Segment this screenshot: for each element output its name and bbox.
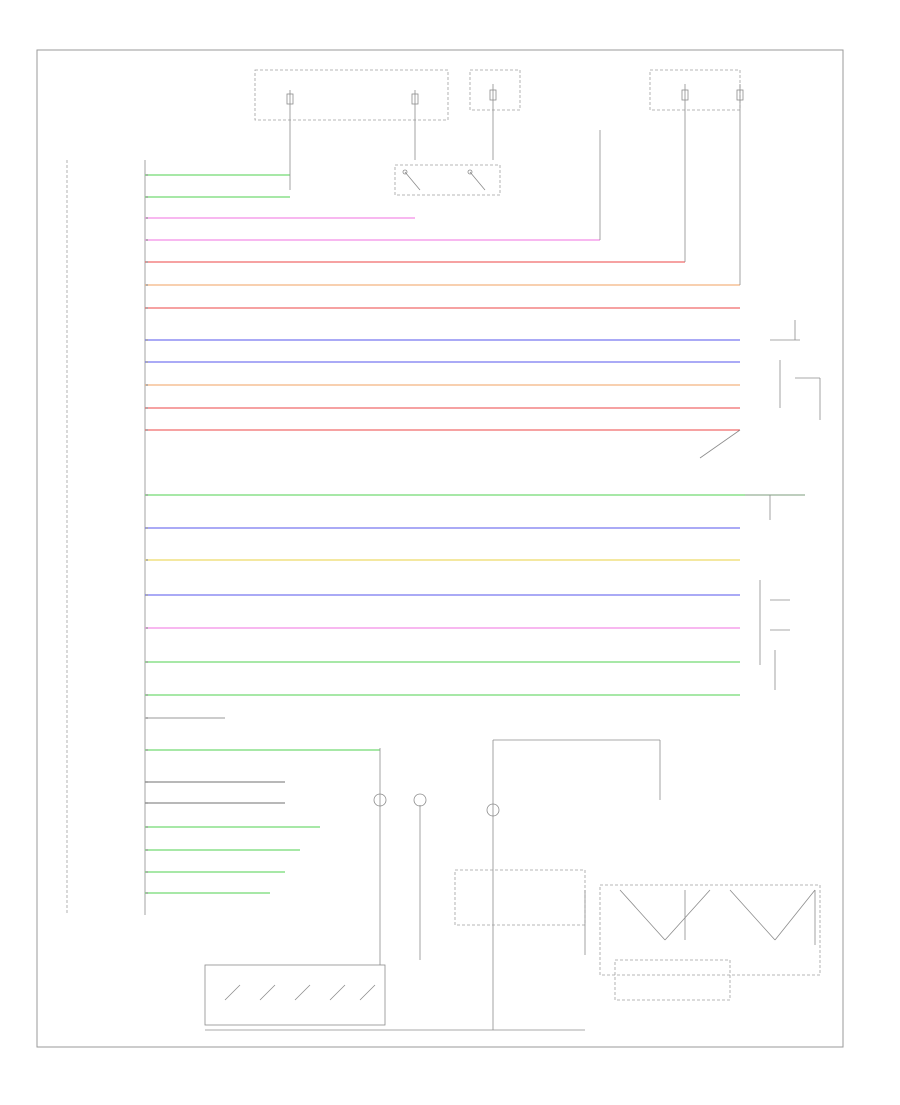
harness-pin-14 bbox=[146, 527, 148, 529]
harness-pin-2 bbox=[146, 196, 148, 198]
harness-pin-3 bbox=[146, 217, 148, 219]
harness-pin-20 bbox=[146, 717, 148, 719]
harness-pin-6 bbox=[146, 284, 148, 286]
steering-wheel-switches bbox=[584, 884, 821, 1001]
harness-pin-16 bbox=[146, 594, 148, 596]
power-distribution-box-right bbox=[649, 69, 744, 112]
harness-pin-7 bbox=[146, 307, 148, 309]
harness-pin-12 bbox=[146, 429, 148, 431]
harness-wires bbox=[145, 174, 805, 894]
cruise-control-switches bbox=[204, 964, 386, 1026]
accelerator-pedal-sensor bbox=[745, 494, 805, 690]
power-distribution-box-left bbox=[254, 69, 449, 121]
harness-pin-25 bbox=[146, 849, 148, 851]
harness-pin-22 bbox=[146, 781, 148, 783]
power-distribution-box-center bbox=[469, 69, 521, 112]
harness-pin-15 bbox=[146, 559, 148, 561]
harness-pin-19 bbox=[146, 694, 148, 696]
harness-pin-8 bbox=[146, 339, 148, 341]
harness-pin-13 bbox=[146, 494, 148, 496]
brake-pedal-switch bbox=[394, 164, 501, 196]
harness-pin-1 bbox=[146, 174, 148, 176]
diagram-frame bbox=[36, 49, 844, 1048]
harness-pin-5 bbox=[146, 261, 148, 263]
clock-spring bbox=[454, 739, 661, 1030]
harness-pin-24 bbox=[146, 826, 148, 828]
harness-pin-10 bbox=[146, 384, 148, 386]
harness-pin-23 bbox=[146, 802, 148, 804]
harness-pin-18 bbox=[146, 661, 148, 663]
harness-pin-27 bbox=[146, 892, 148, 894]
harness-pin-4 bbox=[146, 239, 148, 241]
throttle-position-sensor bbox=[699, 320, 821, 459]
harness-pin-11 bbox=[146, 407, 148, 409]
harness-pin-21 bbox=[146, 749, 148, 751]
harness-pin-26 bbox=[146, 871, 148, 873]
harness-pin-17 bbox=[146, 627, 148, 629]
harness-pin-9 bbox=[146, 361, 148, 363]
